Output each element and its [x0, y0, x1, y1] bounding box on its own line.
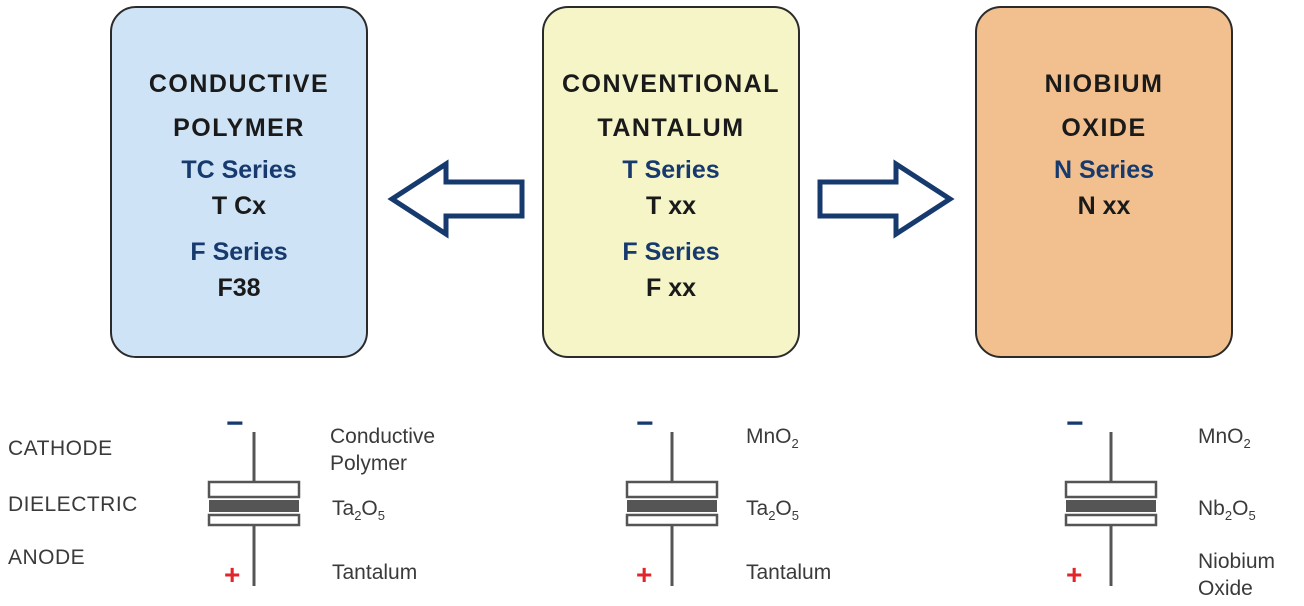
subscript: 2 [354, 508, 362, 523]
tantalum-anode-material: Tantalum [746, 561, 832, 584]
card-title: CONVENTIONAL TANTALUM [544, 62, 798, 150]
arrow-left-icon [387, 159, 525, 239]
tantalum-cathode-material: MnO2 [746, 423, 799, 450]
series-name: TC Series [181, 156, 297, 184]
plus-icon: + [636, 559, 653, 590]
material-text: Ta [746, 497, 769, 520]
arrow-right-icon [817, 159, 955, 239]
series-code: F38 [217, 274, 261, 302]
niobium-cathode-material: MnO2 [1198, 423, 1251, 450]
subscript: 5 [791, 508, 799, 523]
series-code: T xx [645, 192, 697, 220]
material-text: Polymer [330, 452, 408, 475]
conductive-polymer-card: CONDUCTIVE POLYMER TC Series T Cx F Seri… [110, 6, 368, 358]
capacitor-icon [207, 432, 301, 586]
title-line: NIOBIUM [1044, 70, 1164, 98]
material-text: O [775, 497, 792, 520]
tantalum-dielectric-material: Ta2O5 [746, 495, 799, 522]
minus-icon: − [636, 407, 654, 440]
material-text: Oxide [1198, 577, 1253, 600]
material-text: O [1232, 497, 1249, 520]
material-text: Nb [1198, 497, 1225, 520]
series-name: F Series [190, 238, 288, 266]
series-block: TC Series T Cx [112, 152, 366, 224]
cathode-label: CATHODE [8, 437, 113, 460]
capacitor-icon [1064, 432, 1158, 586]
subscript: 2 [1243, 436, 1251, 451]
title-line: TANTALUM [597, 114, 745, 142]
material-text: MnO [1198, 425, 1244, 448]
material-text: Conductive [330, 425, 436, 448]
subscript: 2 [768, 508, 776, 523]
series-name: N Series [1053, 156, 1155, 184]
material-text: Niobium [1198, 550, 1276, 573]
plus-icon: + [224, 559, 241, 590]
subscript: 5 [377, 508, 385, 523]
material-text: O [361, 497, 378, 520]
subscript: 2 [1224, 508, 1233, 523]
niobium-oxide-card: NIOBIUM OXIDE N Series N xx [975, 6, 1233, 358]
capacitor-icon [625, 432, 719, 586]
title-line: CONVENTIONAL [562, 70, 780, 98]
niobium-anode-material: Niobium Oxide [1198, 548, 1275, 602]
title-line: POLYMER [173, 114, 305, 142]
series-block: F Series F38 [112, 234, 366, 306]
series-block: N Series N xx [977, 152, 1231, 224]
card-title: CONDUCTIVE POLYMER [112, 62, 366, 150]
series-block: F Series F xx [544, 234, 798, 306]
title-line: OXIDE [1061, 114, 1147, 142]
conventional-tantalum-card: CONVENTIONAL TANTALUM T Series T xx F Se… [542, 6, 800, 358]
title-line: CONDUCTIVE [148, 70, 330, 98]
material-text: Ta [332, 497, 355, 520]
anode-label: ANODE [8, 546, 86, 569]
plus-icon: + [1066, 559, 1083, 590]
series-code: F xx [645, 274, 697, 302]
material-text: MnO [746, 425, 792, 448]
series-code: N xx [1077, 192, 1131, 220]
subscript: 5 [1248, 508, 1256, 523]
dielectric-label: DIELECTRIC [8, 493, 138, 516]
polymer-dielectric-material: Ta2O5 [332, 495, 385, 522]
series-name: F Series [622, 238, 720, 266]
polymer-cathode-material: Conductive Polymer [330, 423, 435, 477]
series-name: T Series [622, 156, 720, 184]
series-block: T Series T xx [544, 152, 798, 224]
minus-icon: − [1066, 407, 1084, 440]
subscript: 2 [791, 436, 799, 451]
polymer-anode-material: Tantalum [332, 561, 418, 584]
minus-icon: − [226, 407, 244, 440]
series-code: T Cx [211, 192, 267, 220]
card-title: NIOBIUM OXIDE [977, 62, 1231, 150]
niobium-dielectric-material: Nb2O5 [1198, 495, 1256, 522]
